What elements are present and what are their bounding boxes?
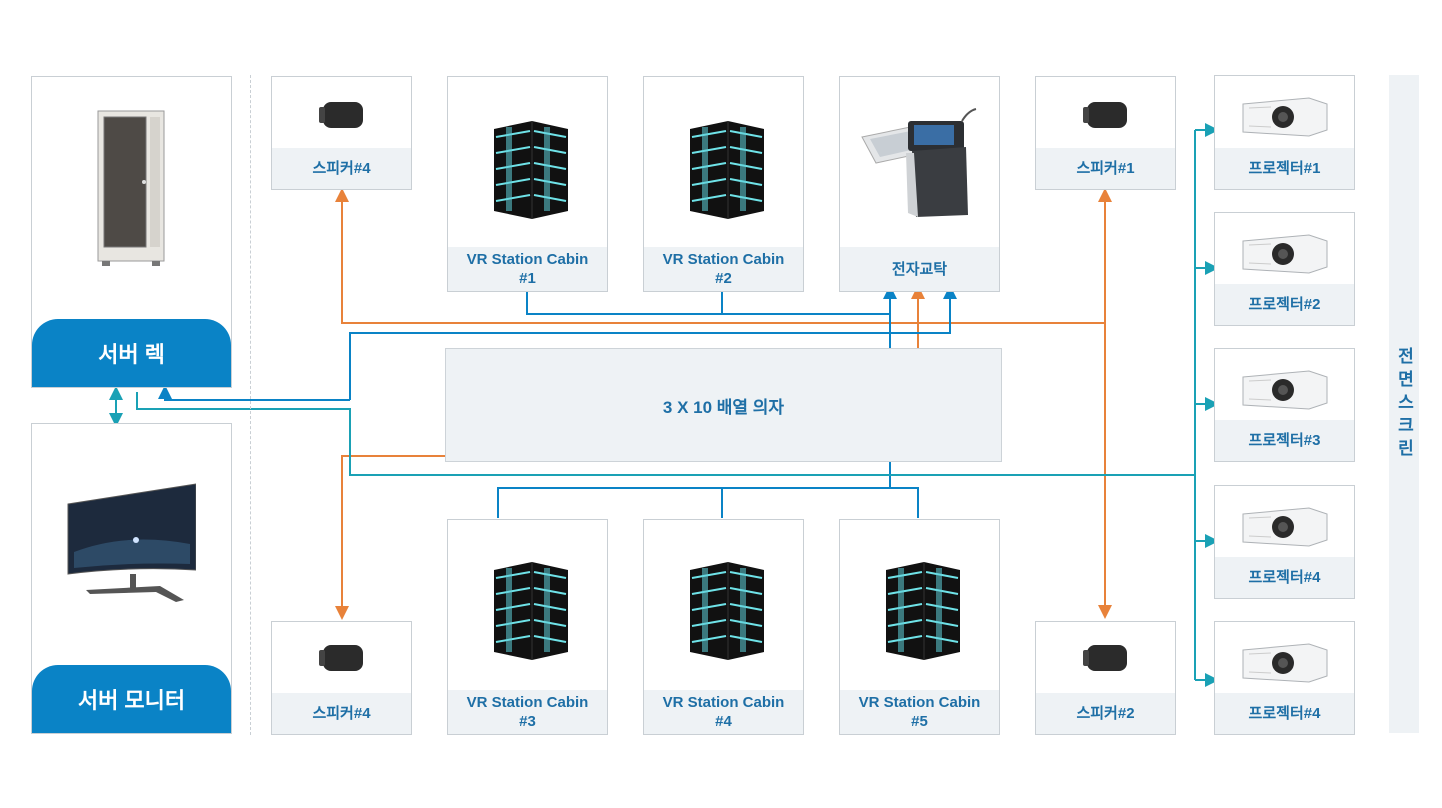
- speaker-card-top-left: 스피커#4: [271, 76, 412, 190]
- server-monitor-card: 서버 모니터: [31, 423, 232, 734]
- speaker-icon: [319, 102, 363, 128]
- speaker-card-bottom-right: 스피커#2: [1035, 621, 1176, 735]
- projector-icon: [1242, 370, 1328, 410]
- projector-card-3: 프로젝터#3: [1214, 348, 1355, 462]
- vr-cabin-card-4: VR Station Cabin#4: [643, 519, 804, 735]
- projector-label: 프로젝터#4: [1215, 557, 1354, 598]
- speaker-icon: [1083, 102, 1127, 128]
- vr-cabin-card-5: VR Station Cabin#5: [839, 519, 1000, 735]
- vr-cabin-card-2: VR Station Cabin#2: [643, 76, 804, 292]
- projector-card-4: 프로젝터#4: [1214, 485, 1355, 599]
- lectern-card: 전자교탁: [839, 76, 1000, 292]
- speaker-icon: [1083, 645, 1127, 671]
- vr-cabin-label: VR Station Cabin#5: [840, 690, 999, 734]
- vr-cabin-icon: [690, 121, 764, 219]
- lectern-label: 전자교탁: [840, 247, 999, 291]
- server-rack-label: 서버 렉: [32, 319, 231, 387]
- lectern-icon: [861, 108, 977, 217]
- vr-cabin-label: VR Station Cabin#3: [448, 690, 607, 734]
- projector-icon: [1242, 234, 1328, 274]
- projector-icon: [1242, 97, 1328, 137]
- projector-card-1: 프로젝터#1: [1214, 75, 1355, 190]
- speaker-label: 스피커#4: [272, 148, 411, 189]
- seating-area: 3 X 10 배열 의자: [445, 348, 1002, 462]
- server-rack-icon: [97, 110, 165, 266]
- projector-label: 프로젝터#1: [1215, 148, 1354, 189]
- vr-cabin-card-3: VR Station Cabin#3: [447, 519, 608, 735]
- speaker-card-top-right: 스피커#1: [1035, 76, 1176, 190]
- projector-card-5: 프로젝터#4: [1214, 621, 1355, 735]
- server-monitor-label: 서버 모니터: [32, 665, 231, 733]
- projector-icon: [1242, 643, 1328, 683]
- vr-cabin-icon: [494, 562, 568, 660]
- vr-cabin-card-1: VR Station Cabin#1: [447, 76, 608, 292]
- vr-cabin-label: VR Station Cabin#4: [644, 690, 803, 734]
- projector-card-2: 프로젝터#2: [1214, 212, 1355, 326]
- server-rack-card: 서버 렉: [31, 76, 232, 388]
- vr-cabin-label: VR Station Cabin#2: [644, 247, 803, 291]
- projector-icon: [1242, 507, 1328, 547]
- vr-cabin-label: VR Station Cabin#1: [448, 247, 607, 291]
- speaker-label: 스피커#4: [272, 693, 411, 734]
- monitor-icon: [67, 483, 196, 602]
- projector-label: 프로젝터#4: [1215, 693, 1354, 734]
- speaker-icon: [319, 645, 363, 671]
- front-screen: 전면스크린: [1389, 75, 1419, 733]
- speaker-card-bottom-left: 스피커#4: [271, 621, 412, 735]
- projector-label: 프로젝터#3: [1215, 420, 1354, 461]
- speaker-label: 스피커#1: [1036, 148, 1175, 189]
- divider: [250, 75, 251, 735]
- vr-cabin-icon: [494, 121, 568, 219]
- speaker-label: 스피커#2: [1036, 693, 1175, 734]
- vr-cabin-icon: [690, 562, 764, 660]
- projector-label: 프로젝터#2: [1215, 284, 1354, 325]
- vr-cabin-icon: [886, 562, 960, 660]
